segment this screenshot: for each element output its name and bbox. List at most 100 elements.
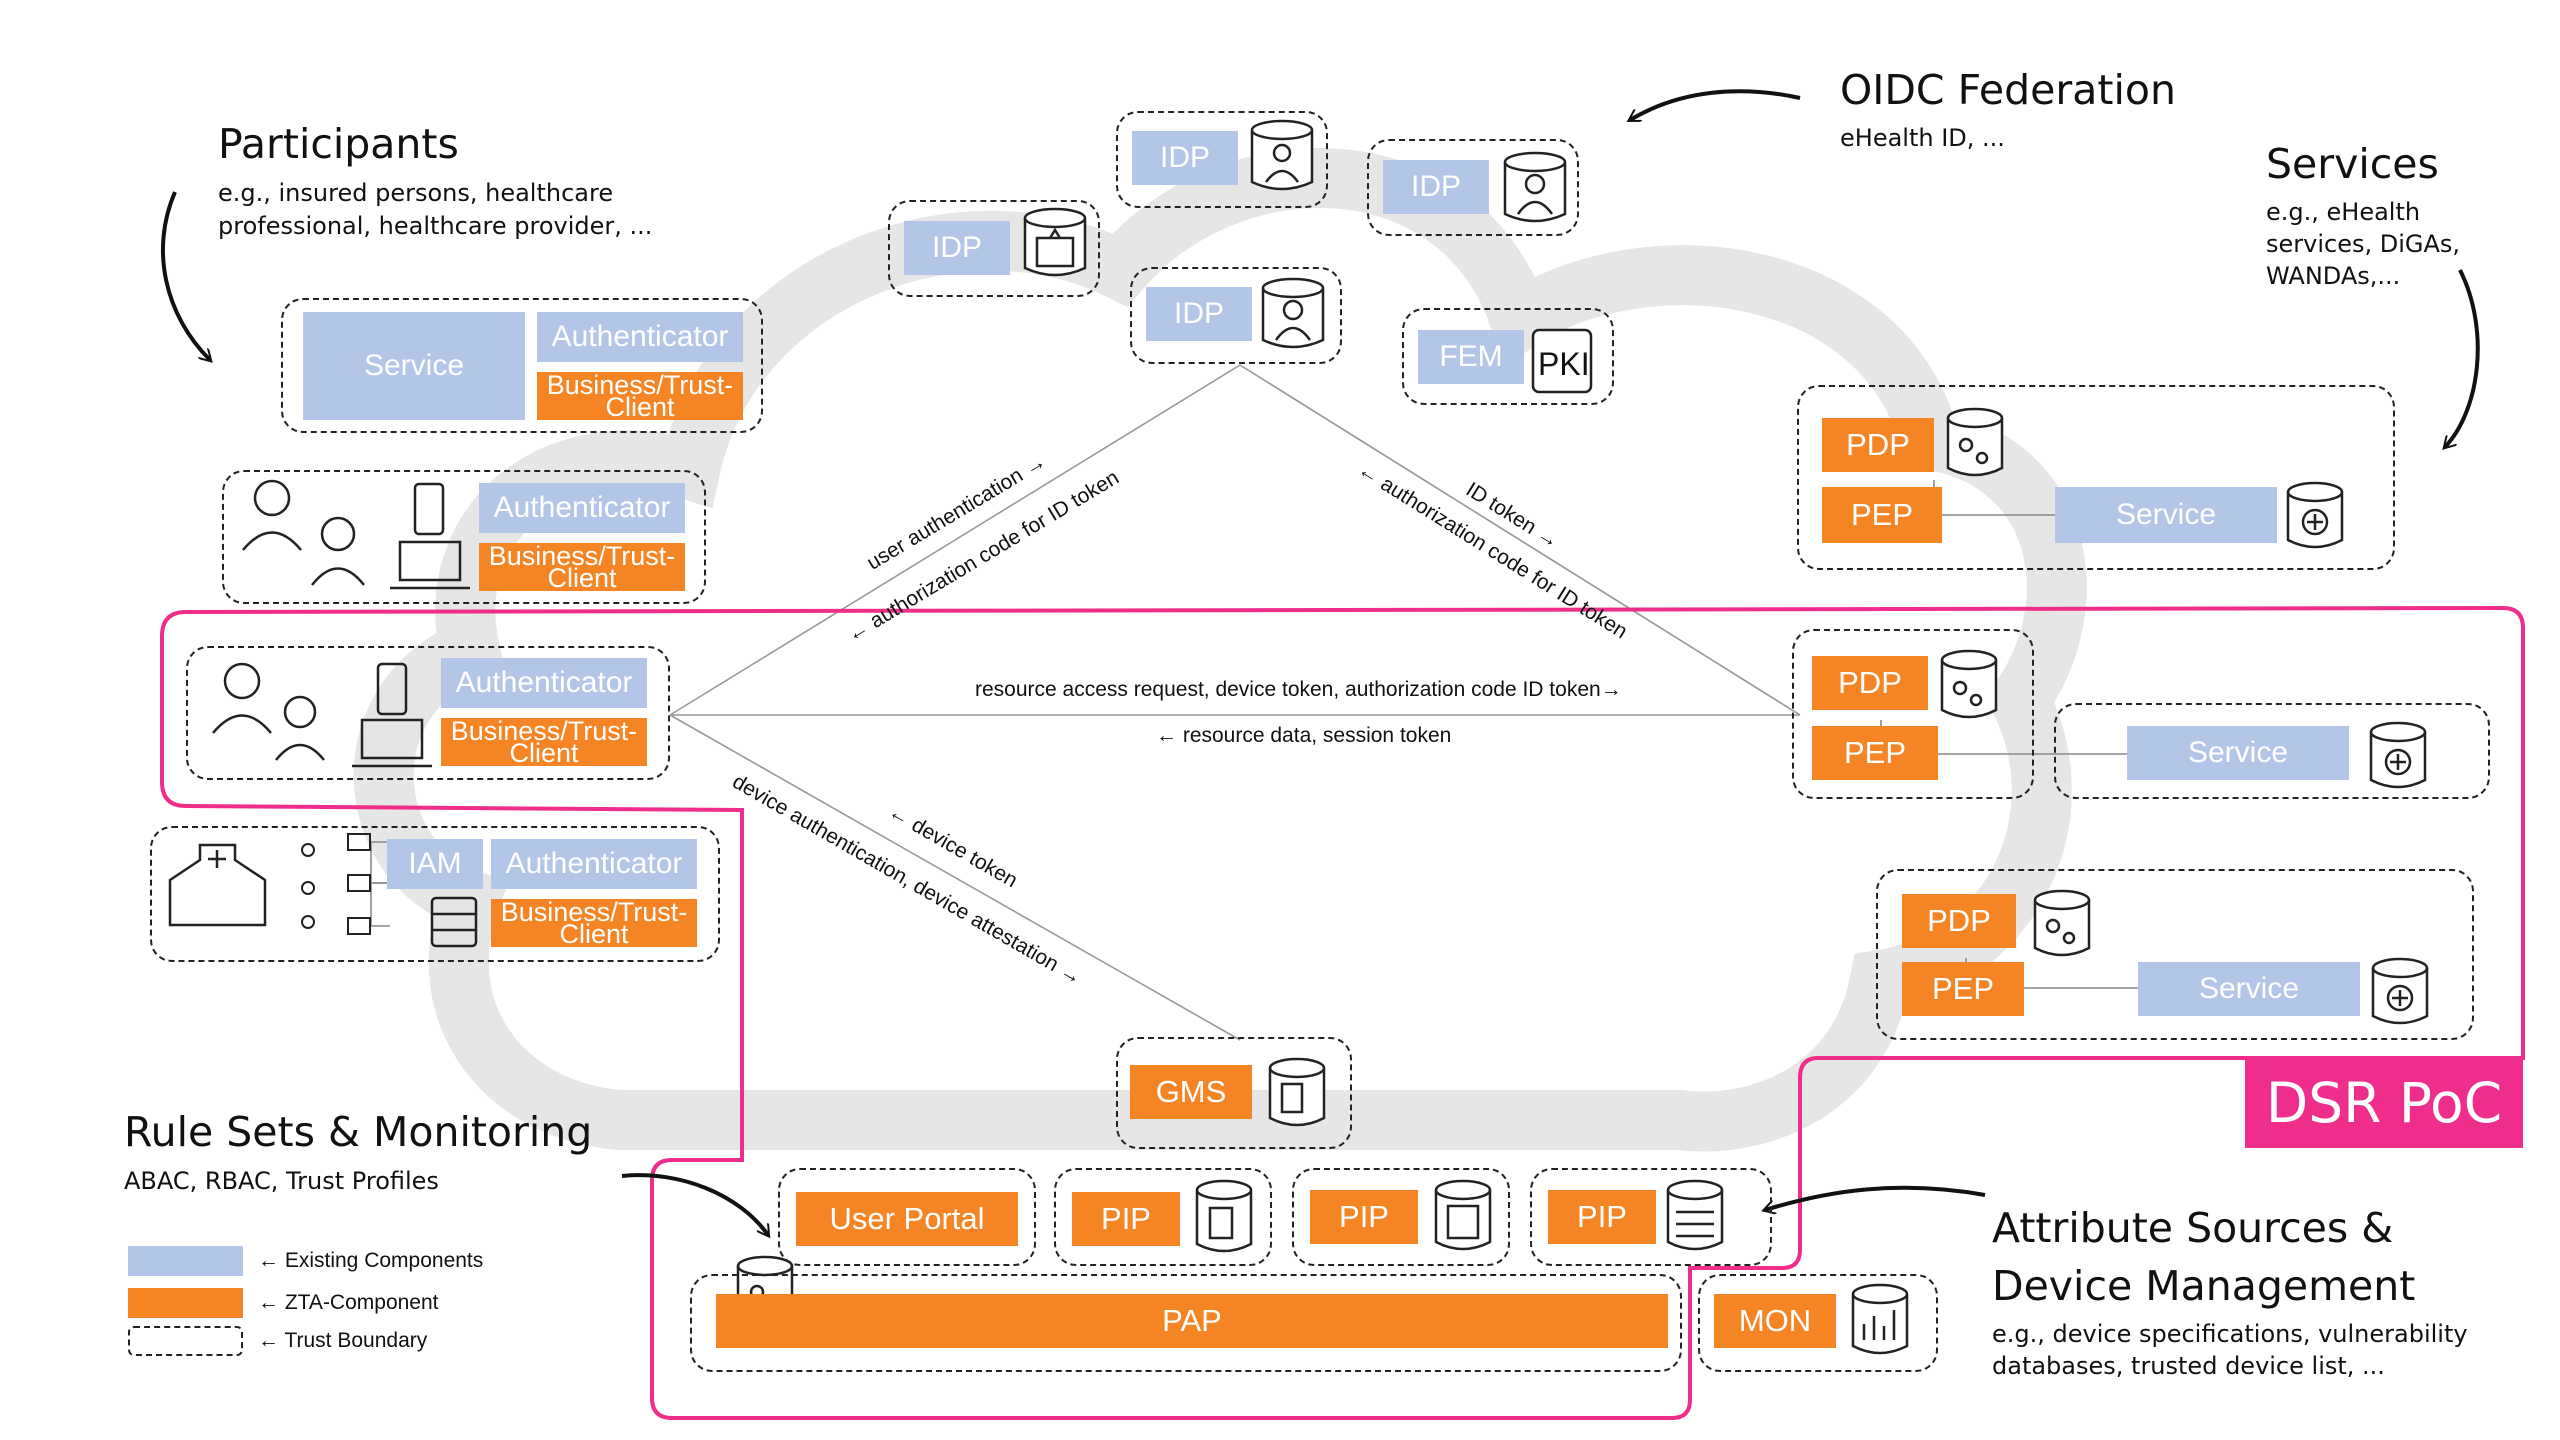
service-box: Service — [2127, 726, 2349, 780]
dsr-poc-label: DSR PoC — [2245, 1058, 2523, 1148]
database-medical-icon — [2286, 481, 2344, 549]
trust-boundary-service-top — [281, 298, 763, 433]
curved-arrow-icon — [1630, 89, 1801, 120]
trust-boundary-hospital — [150, 826, 720, 962]
business-trust-client-box: Business/Trust-Client — [491, 899, 697, 948]
service-box: Service — [303, 312, 525, 420]
edge-label-resource-request: resource access request, device token, a… — [975, 678, 1622, 701]
idp-box: IDP — [1383, 160, 1489, 214]
authenticator-box: Authenticator — [441, 658, 647, 708]
pki-label: PKI — [1538, 346, 1590, 382]
database-chart-icon — [1851, 1283, 1909, 1355]
database-medical-icon — [2371, 957, 2429, 1025]
cloud-icon — [353, 148, 2087, 1152]
line-client-gms — [669, 714, 1241, 1041]
trust-boundary-pip-2 — [1292, 1168, 1510, 1266]
rules-subtitle: ABAC, RBAC, Trust Profiles — [124, 1167, 439, 1195]
pdp-box: PDP — [1812, 656, 1928, 710]
database-doctor-icon — [1250, 119, 1314, 191]
gms-box: GMS — [1130, 1065, 1252, 1119]
mon-box: MON — [1714, 1294, 1836, 1348]
business-trust-client-box: Business/Trust-Client — [537, 372, 743, 421]
service-box: Service — [2138, 962, 2360, 1016]
line-client-idp — [669, 364, 1241, 716]
smartphone-icon — [376, 662, 408, 716]
services-subtitle-1: e.g., eHealth — [2266, 198, 2421, 226]
trust-boundary-pip-3 — [1530, 1168, 1772, 1266]
dsr-boundary — [160, 605, 2525, 1420]
trust-boundary-services-top — [1797, 385, 2395, 570]
authenticator-box: Authenticator — [491, 839, 697, 889]
legend-zta-label: ← ZTA-Component — [258, 1291, 439, 1314]
rules-title: Rule Sets & Monitoring — [124, 1108, 593, 1156]
trust-boundary-service-mid — [2054, 703, 2490, 799]
authenticator-box: Authenticator — [537, 312, 743, 362]
trust-boundary-gms — [1116, 1037, 1352, 1149]
database-hospital-icon — [1023, 207, 1087, 277]
curved-arrow-icon — [621, 1173, 768, 1235]
services-subtitle-3: WANDAs,... — [2266, 262, 2401, 290]
services-title: Services — [2266, 140, 2439, 188]
curved-arrow-icon — [1765, 1185, 1986, 1210]
service-box: Service — [2055, 487, 2277, 543]
trust-boundary-idp-2 — [1367, 139, 1579, 236]
database-gear-icon — [1946, 407, 2004, 477]
fem-box: FEM — [1418, 330, 1524, 384]
trust-boundary-participants-3 — [186, 646, 670, 780]
doctor-icon — [212, 662, 325, 761]
business-trust-client-box: Business/Trust-Client — [479, 543, 685, 592]
legend-trust-swatch — [128, 1326, 243, 1356]
pip-box: PIP — [1072, 1192, 1180, 1246]
authenticator-box: Authenticator — [479, 483, 685, 533]
trust-boundary-pdp-pep — [1792, 629, 2034, 799]
legend-existing-label: ← Existing Components — [258, 1249, 484, 1272]
attributes-subtitle-1: e.g., device specifications, vulnerabili… — [1992, 1320, 2468, 1348]
idp-box: IDP — [1132, 131, 1238, 185]
database-person-icon — [1261, 277, 1325, 349]
pep-box: PEP — [1812, 726, 1938, 780]
trust-boundary-pap — [690, 1274, 1682, 1372]
pdp-box: PDP — [1902, 894, 2016, 948]
curved-arrow-icon — [2445, 269, 2480, 447]
business-trust-client-box: Business/Trust-Client — [441, 718, 647, 767]
doctor-icon — [242, 479, 365, 586]
services-subtitle-2: services, DiGAs, — [2266, 230, 2461, 258]
participants-subtitle-2: professional, healthcare provider, ... — [218, 212, 653, 240]
pki-icon — [1531, 328, 1593, 394]
database-badge-icon — [1434, 1179, 1492, 1251]
trust-boundary-participants-2 — [222, 470, 706, 604]
pep-box: PEP — [1902, 962, 2024, 1016]
pip-box: PIP — [1548, 1190, 1656, 1244]
attributes-title-1: Attribute Sources & — [1992, 1204, 2394, 1252]
smartphone-icon — [413, 482, 445, 536]
idp-box: IDP — [904, 221, 1010, 275]
trust-boundary-pip-1 — [1054, 1168, 1272, 1266]
trust-boundary-idp-1 — [1116, 111, 1328, 208]
iam-box: IAM — [387, 839, 483, 889]
database-gear-icon — [1940, 649, 1998, 719]
network-icon — [301, 833, 371, 935]
trust-boundary-idp-3 — [888, 200, 1100, 297]
legend-zta-swatch — [128, 1288, 243, 1318]
oidc-subtitle: eHealth ID, ... — [1840, 124, 2005, 152]
legend-existing-swatch — [128, 1246, 243, 1276]
database-gear-icon — [2033, 889, 2091, 957]
pap-box: PAP — [716, 1294, 1668, 1348]
trust-boundary-fem — [1402, 308, 1614, 405]
pip-box: PIP — [1310, 1190, 1418, 1244]
user-portal-box: User Portal — [796, 1192, 1018, 1246]
pdp-box: PDP — [1822, 418, 1934, 472]
legend-trust-label: ← Trust Boundary — [258, 1329, 428, 1352]
attributes-subtitle-2: databases, trusted device list, ... — [1992, 1352, 2385, 1380]
database-medical-icon — [2369, 721, 2427, 789]
oidc-title: OIDC Federation — [1840, 66, 2176, 114]
edge-label-resource-data: ← resource data, session token — [1156, 724, 1452, 747]
attributes-title-2: Device Management — [1992, 1262, 2416, 1310]
connection-lines — [669, 364, 1801, 1041]
laptop-icon — [352, 718, 432, 768]
trust-boundary-mon — [1698, 1274, 1938, 1372]
server-list-icon — [430, 896, 478, 948]
curved-arrow-icon — [161, 191, 210, 360]
database-device-icon — [1268, 1057, 1326, 1127]
